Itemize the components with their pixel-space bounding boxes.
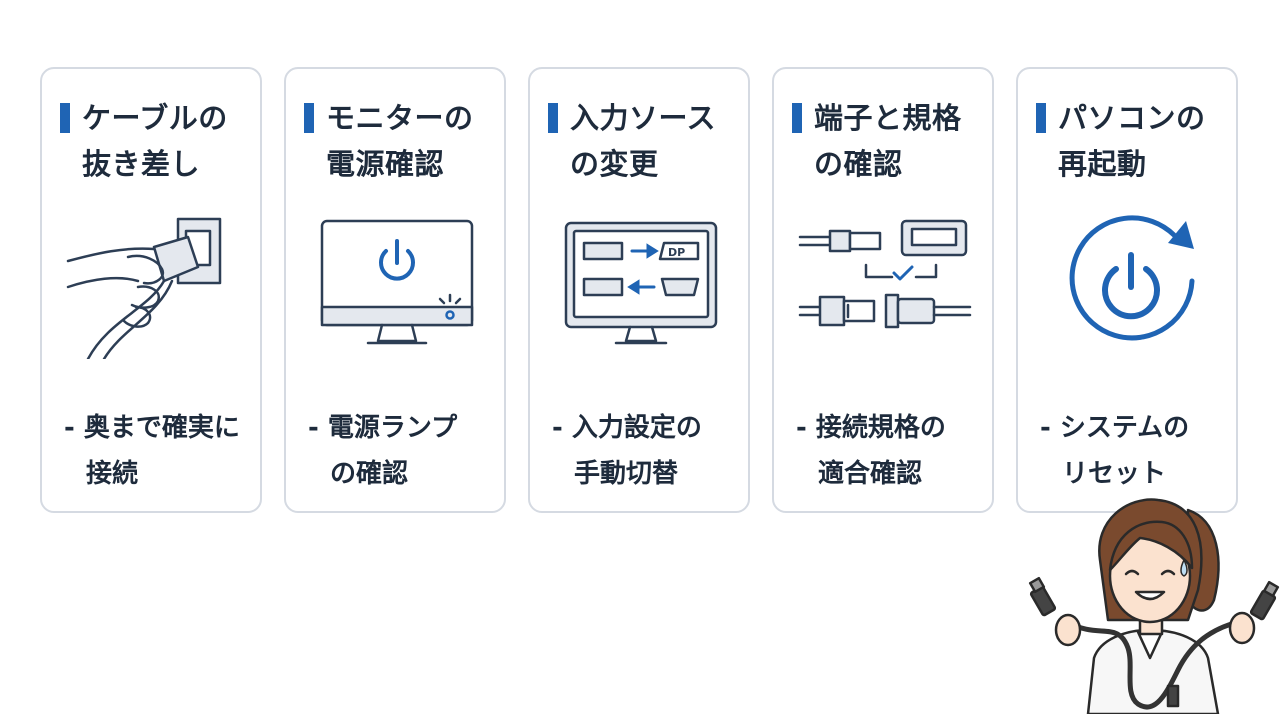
step-card-monitor-power: モニターの 電源確認 - 電源ランプ の確認 xyxy=(284,67,506,513)
card-title: 入力ソース の変更 xyxy=(570,101,717,181)
title-marker xyxy=(792,103,802,133)
title-marker xyxy=(1036,103,1046,133)
restart-power-icon xyxy=(1069,215,1195,341)
title-marker xyxy=(304,103,314,133)
card-title: ケーブルの 抜き差し xyxy=(82,101,228,181)
card-description: - 接続規格の 適合確認 xyxy=(796,413,946,489)
step-card-restart: パソコンの 再起動 - システムの リセット xyxy=(1016,67,1238,513)
step-card-cable: ケーブルの 抜き差し - 奥まで確実に 接続 xyxy=(40,67,262,513)
card-title: パソコンの 再起動 xyxy=(1058,101,1206,181)
card-description: - 入力設定の 手動切替 xyxy=(552,413,702,489)
input-source-icon: DP xyxy=(564,221,718,345)
card-description: - 電源ランプ の確認 xyxy=(308,413,458,489)
person-holding-cables-illustration xyxy=(1028,498,1280,714)
card-description: - 奥まで確実に 接続 xyxy=(64,413,240,489)
card-title: モニターの 電源確認 xyxy=(326,101,474,181)
step-card-input-source: 入力ソース の変更 DP - 入力設定の 手動切替 xyxy=(528,67,750,513)
step-card-connector: 端子と規格 の確認 - 接続規格の 適合確認 xyxy=(772,67,994,513)
cable-plug-icon xyxy=(66,217,222,359)
card-title: 端子と規格 の確認 xyxy=(814,101,962,181)
connector-check-icon xyxy=(798,219,972,329)
title-marker xyxy=(548,103,558,133)
svg-text:DP: DP xyxy=(668,246,685,259)
card-description: - システムの リセット xyxy=(1040,413,1190,489)
monitor-power-icon xyxy=(320,219,474,345)
title-marker xyxy=(60,103,70,133)
